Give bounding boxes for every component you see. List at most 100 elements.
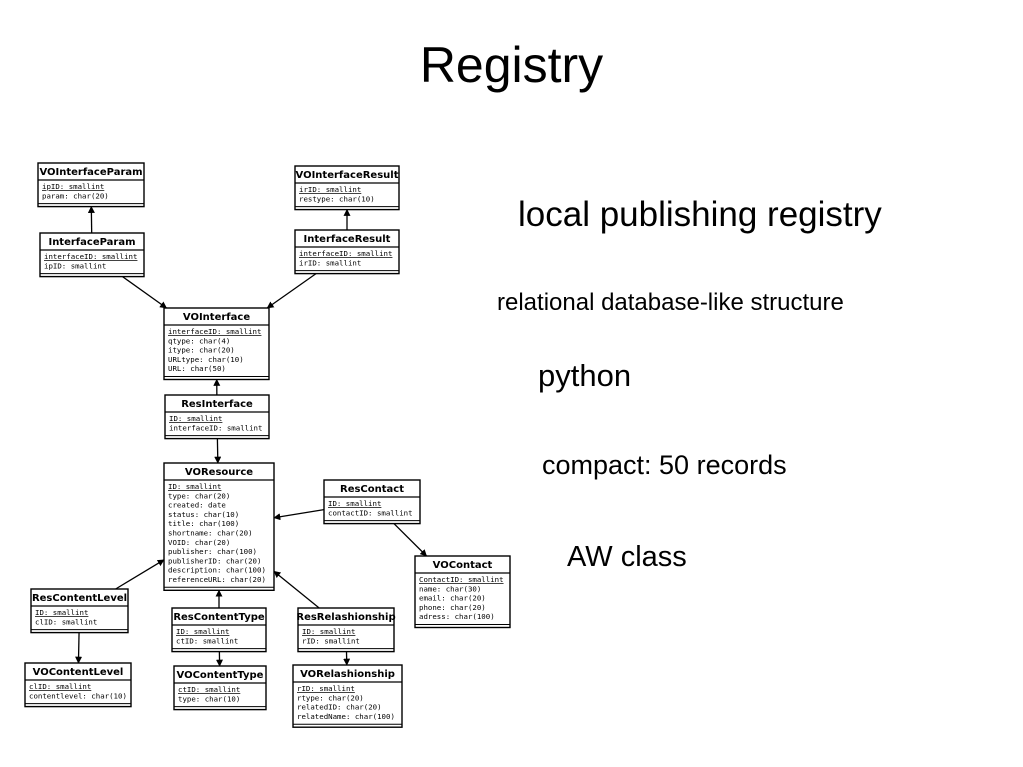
relation-arrow-resrelashionship-to-voresource	[273, 570, 320, 609]
entity-attribute: created: date	[168, 501, 226, 510]
entity-attribute: clID: smallint	[35, 617, 97, 626]
relation-arrow-interfaceresult-to-vointerface	[266, 273, 317, 309]
entity-attribute: VOID: char(20)	[168, 538, 230, 547]
entity-attribute: referenceURL: char(20)	[168, 575, 266, 584]
entity-box	[292, 664, 403, 728]
entity-attribute: adress: char(100)	[419, 612, 495, 621]
entity-interfaceresult: InterfaceResult interfaceID: smallintirID…	[294, 229, 400, 275]
entity-attribute: clID: smallint	[29, 682, 91, 691]
entity-attribute: relatedName: char(100)	[297, 712, 395, 721]
entity-box	[24, 662, 132, 708]
bullet-aw-class: AW class	[567, 541, 687, 573]
entity-name: VOContentLevel	[33, 667, 124, 678]
entity-attribute: ID: smallint	[302, 627, 355, 636]
entity-attribute: relatedID: char(20)	[297, 703, 382, 712]
entity-attribute: ctID: smallint	[178, 685, 240, 694]
entity-attribute: ipID: smallint	[42, 182, 104, 191]
entity-box	[164, 394, 270, 440]
entity-attribute: interfaceID: smallint	[169, 423, 262, 432]
entity-name: ResInterface	[181, 399, 253, 410]
entity-box	[323, 479, 421, 525]
entity-attribute: shortname: char(20)	[168, 529, 253, 538]
relation-lines	[75, 205, 428, 667]
entity-box	[163, 307, 270, 381]
entity-box	[37, 162, 145, 208]
entity-attribute: irID: smallint	[299, 258, 361, 267]
entity-attribute: publisher: char(100)	[168, 547, 257, 556]
relation-arrow-rescontact-to-voresource	[273, 508, 325, 521]
entity-name: ResRelashionship	[296, 612, 395, 623]
entity-attribute: rtype: char(20)	[297, 693, 364, 702]
entity-attribute: interfaceID: smallint	[168, 327, 261, 336]
entity-name: VOInterfaceParam	[39, 167, 142, 178]
slide-title: Registry	[419, 37, 604, 93]
entity-name: ResContentType	[173, 612, 265, 623]
entity-attribute: type: char(20)	[168, 491, 230, 500]
entity-attribute: ID: smallint	[169, 414, 222, 423]
entity-attribute: description: char(100)	[168, 566, 266, 575]
relation-arrow-rescontact-to-vocontact	[393, 523, 428, 557]
entity-attribute: restype: char(10)	[299, 194, 375, 203]
entity-attribute: interfaceID: smallint	[44, 252, 137, 261]
entity-name: VOContact	[433, 560, 493, 571]
relation-arrow-rescontentlevel-to-voresource	[115, 559, 165, 590]
entity-name: ResContact	[340, 484, 404, 495]
entity-attribute: ContactID: smallint	[419, 575, 504, 584]
entity-name: VORelashionship	[300, 669, 395, 680]
entity-attribute: itype: char(20)	[168, 346, 235, 355]
entity-box	[294, 165, 400, 211]
entity-box	[171, 607, 267, 653]
entity-attribute: ID: smallint	[176, 627, 229, 636]
entity-name: VOInterface	[183, 312, 250, 323]
entity-attribute: name: char(30)	[419, 584, 481, 593]
entity-interfaceparam: InterfaceParam interfaceID: smallintipID:…	[39, 232, 145, 278]
entity-box	[39, 232, 145, 278]
entity-name: InterfaceResult	[304, 234, 391, 245]
entity-attribute: email: char(20)	[419, 594, 486, 603]
entity-name: VOInterfaceResult	[296, 170, 399, 181]
entity-box	[173, 665, 267, 711]
entity-box	[294, 229, 400, 275]
bullet-local-publishing-registry: local publishing registry	[518, 195, 882, 234]
entity-attribute: URLtype: char(10)	[168, 355, 244, 364]
entity-attribute: publisherID: char(20)	[168, 556, 261, 565]
entity-attribute: rID: smallint	[302, 636, 360, 645]
entity-attribute: URL: char(50)	[168, 364, 226, 373]
entity-attribute: ID: smallint	[35, 608, 88, 617]
entity-attribute: param: char(20)	[42, 191, 109, 200]
entity-attribute: ipID: smallint	[44, 261, 106, 270]
entity-attribute: qtype: char(4)	[168, 336, 230, 345]
relation-arrow-interfaceparam-to-vointerface	[122, 276, 168, 309]
relation-arrow-rescontentlevel-to-vocontentlevel	[75, 632, 83, 664]
entity-name: VOResource	[185, 467, 253, 478]
entity-attribute: title: char(100)	[168, 519, 239, 528]
entity-attribute: interfaceID: smallint	[299, 249, 392, 258]
entity-attribute: rID: smallint	[297, 684, 355, 693]
bullet-relational-structure: relational database-like structure	[497, 289, 844, 316]
entity-box	[163, 462, 275, 592]
entity-attribute: ID: smallint	[168, 482, 221, 491]
entity-attribute: ID: smallint	[328, 499, 381, 508]
bullet-python: python	[538, 358, 632, 393]
entity-box	[414, 555, 511, 629]
entity-name: VOContentType	[177, 670, 264, 681]
entity-attribute: ctID: smallint	[176, 636, 238, 645]
entity-box	[297, 607, 395, 653]
bullet-compact-records: compact: 50 records	[542, 450, 787, 480]
entity-attribute: status: char(10)	[168, 510, 239, 519]
entity-name: InterfaceParam	[48, 237, 135, 248]
